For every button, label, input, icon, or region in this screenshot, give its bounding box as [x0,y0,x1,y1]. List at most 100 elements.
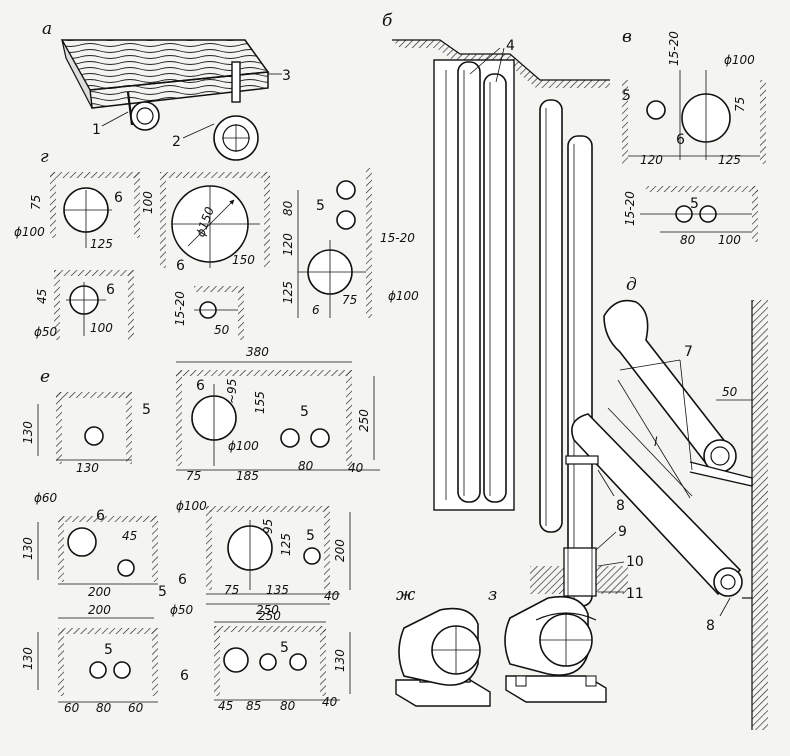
v-top-dim-d100: ϕ100 [724,53,755,67]
e2-dim-80: 80 [298,459,314,473]
pipe-e5-a [89,661,107,679]
niche-g2: 100 ϕ150 150 6 [141,172,270,274]
e4-callout-5: 5 [306,528,315,544]
callout-3: 3 [282,68,291,84]
niche-v-top: 15-20 ϕ100 75 120 125 5 6 [622,31,766,167]
section-v-label: в [622,27,632,47]
section-e-label: е [40,367,50,387]
callout-8-upper: 8 [616,498,625,514]
section-g: г 75 ϕ100 125 6 100 ϕ150 150 6 [14,147,419,340]
niche-e3: ϕ60 130 45 200 6 5 [21,491,167,600]
hanger-rod-2 [231,61,241,103]
e4-dim-40: 40 [324,589,340,603]
g4-dim-45: 45 [35,289,49,304]
riser-pipe-3 [539,99,563,533]
e2-dim-380: 380 [246,345,269,359]
v-top-dim-125: 125 [718,153,741,167]
v-bottom-dim-100: 100 [718,233,741,247]
g4-dim-d50: ϕ50 [34,325,58,339]
e6-dim-45: 45 [218,699,233,713]
v-bottom-dim-15-20: 15-20 [623,191,637,226]
e5-callout-5: 5 [104,642,113,658]
pipe-sleeve [563,547,597,597]
callout-line-1 [101,111,129,127]
v-top-dim-15-20: 15-20 [667,31,681,66]
section-b-label: б [382,11,393,31]
e6-dim-85: 85 [246,699,261,713]
e3-dim-45: 45 [122,529,137,543]
niche-e4: ϕ100 95 125 200 75 135 40 250 6 5 [176,499,351,617]
section-b: б 4 [382,11,628,607]
e4-dim-95: 95 [261,519,275,534]
v-top-dim-120: 120 [640,153,663,167]
riser-pipe-4 [567,135,593,607]
section-g-label: г [40,147,49,167]
pipe-a1-inner [136,107,154,125]
e4-dim-75: 75 [224,583,239,597]
niche-e5: 200 5 130 60 80 60 [21,603,158,715]
e5-dim-200: 200 [88,603,111,617]
section-zh: ж [395,585,491,707]
e5-dim-60-b: 60 [128,701,144,715]
g1-callout-6: 6 [114,190,123,206]
v-bottom-dim-80: 80 [680,233,696,247]
g3-dim-6: 6 [312,303,320,317]
pipe-e1 [84,426,104,446]
g3-dim-75: 75 [342,293,357,307]
g3-dim-d100: ϕ100 [388,289,419,303]
pipe-a1 [130,101,160,131]
e4-dim-125: 125 [279,533,293,556]
niche-g3: 80 120 125 15-20 ϕ100 75 6 5 [281,168,419,318]
niche-v-bottom: 15-20 5 80 100 [623,186,758,247]
callout-line-2 [182,123,215,139]
pipe-e6-b [289,653,307,671]
e5-dim-80: 80 [96,701,112,715]
bracket-d-upper [689,461,753,487]
callout-2: 2 [172,134,181,150]
callout-7: 7 [684,344,693,360]
e3-callout-6: 6 [96,508,105,524]
wood-beam-side [61,39,93,109]
g3-callout-5: 5 [316,198,325,214]
niche-e2: 380 6 ~95 155 ϕ100 5 250 75 185 80 40 [176,345,380,483]
e2-dim-95: ~95 [225,379,239,404]
g3-dim-125: 125 [281,281,295,304]
callout-4: 4 [506,38,515,54]
e3-dim-130: 130 [21,537,35,560]
e6-dim-130: 130 [333,649,347,672]
callout-1: 1 [92,122,101,138]
pipe-v-small [646,100,666,120]
pipe-d-upper [603,299,732,468]
niche-e1: 130 130 5 [21,392,151,475]
g3-dim-15-20: 15-20 [380,231,415,245]
pipe-d-lower [571,413,742,596]
pipe-e2-a [280,428,300,448]
g2-dim-150: 150 [232,253,255,267]
e1-dim-130-h: 130 [76,461,99,475]
niche-e6: ϕ50 5 6 250 130 45 85 80 40 [170,603,351,713]
e6-dim-80: 80 [280,699,296,713]
v-top-dim-75: 75 [733,97,747,112]
e2-dim-155: 155 [253,391,267,414]
pipe-g3-b [336,210,356,230]
section-zh-label: ж [396,585,416,605]
e5-dim-60-a: 60 [64,701,80,715]
e2-callout-5: 5 [300,404,309,420]
e6-callout-6: 6 [180,668,189,684]
ceiling-slab [392,40,610,88]
g1-dim-d100: ϕ100 [14,225,45,239]
section-a: а 1 2 3 [42,19,291,161]
section-z-label: з [488,585,497,605]
section-d-label: д [626,275,637,295]
pipe-g3-a [336,180,356,200]
e6-callout-5: 5 [280,640,289,656]
g2-dim-100: 100 [141,191,155,214]
g3-dim-120: 120 [281,233,295,256]
g4-callout-6: 6 [106,282,115,298]
e2-dim-250: 250 [357,409,371,432]
section-d: д l 50 7 8 9 10 11 [565,275,768,730]
riser-clamp [565,455,599,465]
pipe-e3-large [67,527,97,557]
e6-dim-250: 250 [258,609,281,623]
niche-g5: 15-20 50 [173,286,244,340]
